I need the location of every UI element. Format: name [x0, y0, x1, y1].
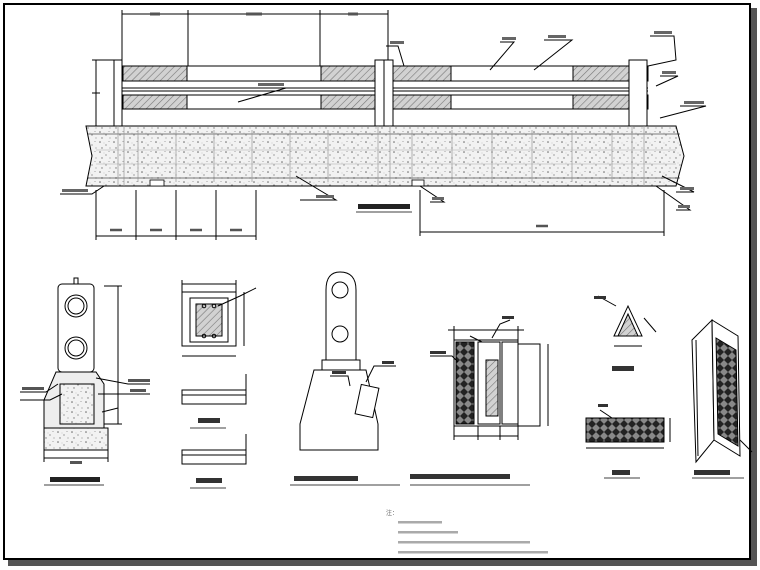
plate-labels	[196, 418, 222, 483]
sheet-shadow-bottom	[8, 560, 757, 566]
elevation-view	[60, 10, 707, 240]
elevation-labels	[62, 31, 704, 209]
plate-detail	[181, 280, 257, 489]
reflector-details	[585, 295, 671, 479]
reflector-detail-labels	[594, 296, 634, 475]
section-view	[20, 277, 150, 486]
post-labels	[294, 361, 394, 481]
reflector-plate	[410, 319, 549, 486]
notes-block: 注：	[386, 509, 548, 554]
sheet-shadow-right	[751, 8, 757, 562]
section-labels	[22, 379, 150, 482]
post-elevation	[290, 271, 400, 486]
notes-heading: 注：	[386, 509, 398, 517]
reflector-labels	[410, 316, 514, 479]
bracket-labels	[694, 470, 730, 475]
isometric-bracket	[691, 318, 753, 479]
